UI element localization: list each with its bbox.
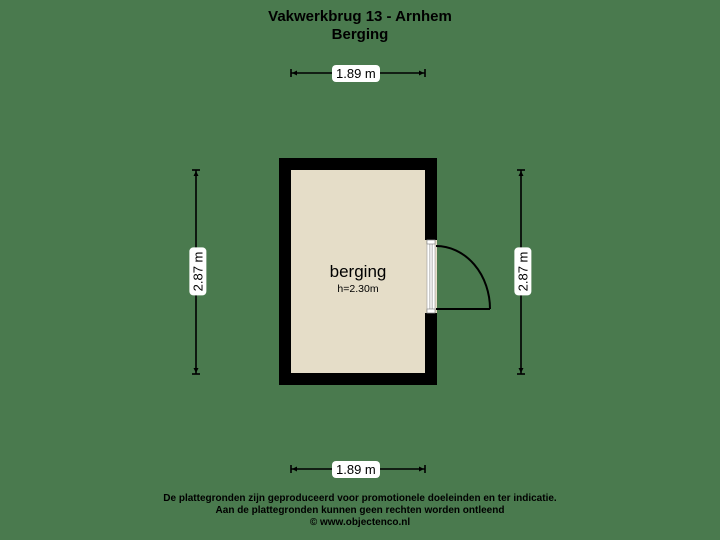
door — [425, 239, 491, 314]
room-height-label: h=2.30m — [337, 283, 379, 295]
disclaimer-line-1: De plattegronden zijn geproduceerd voor … — [163, 493, 557, 504]
copyright-line: © www.objectenco.nl — [309, 517, 411, 528]
dimension-right-label: 2.87 m — [514, 247, 532, 296]
disclaimer-line-2: Aan de plattegronden kunnen geen rechten… — [215, 505, 505, 516]
dimension-top-label: 1.89 m — [332, 65, 380, 82]
plan-address-title: Vakwerkbrug 13 - Arnhem — [268, 8, 452, 25]
dimension-bottom-label: 1.89 m — [332, 461, 380, 478]
room-floor — [291, 170, 425, 373]
room-name-label: berging — [329, 262, 387, 281]
plan-floor-title: Berging — [331, 26, 389, 43]
dimension-left-label: 2.87 m — [189, 247, 207, 296]
